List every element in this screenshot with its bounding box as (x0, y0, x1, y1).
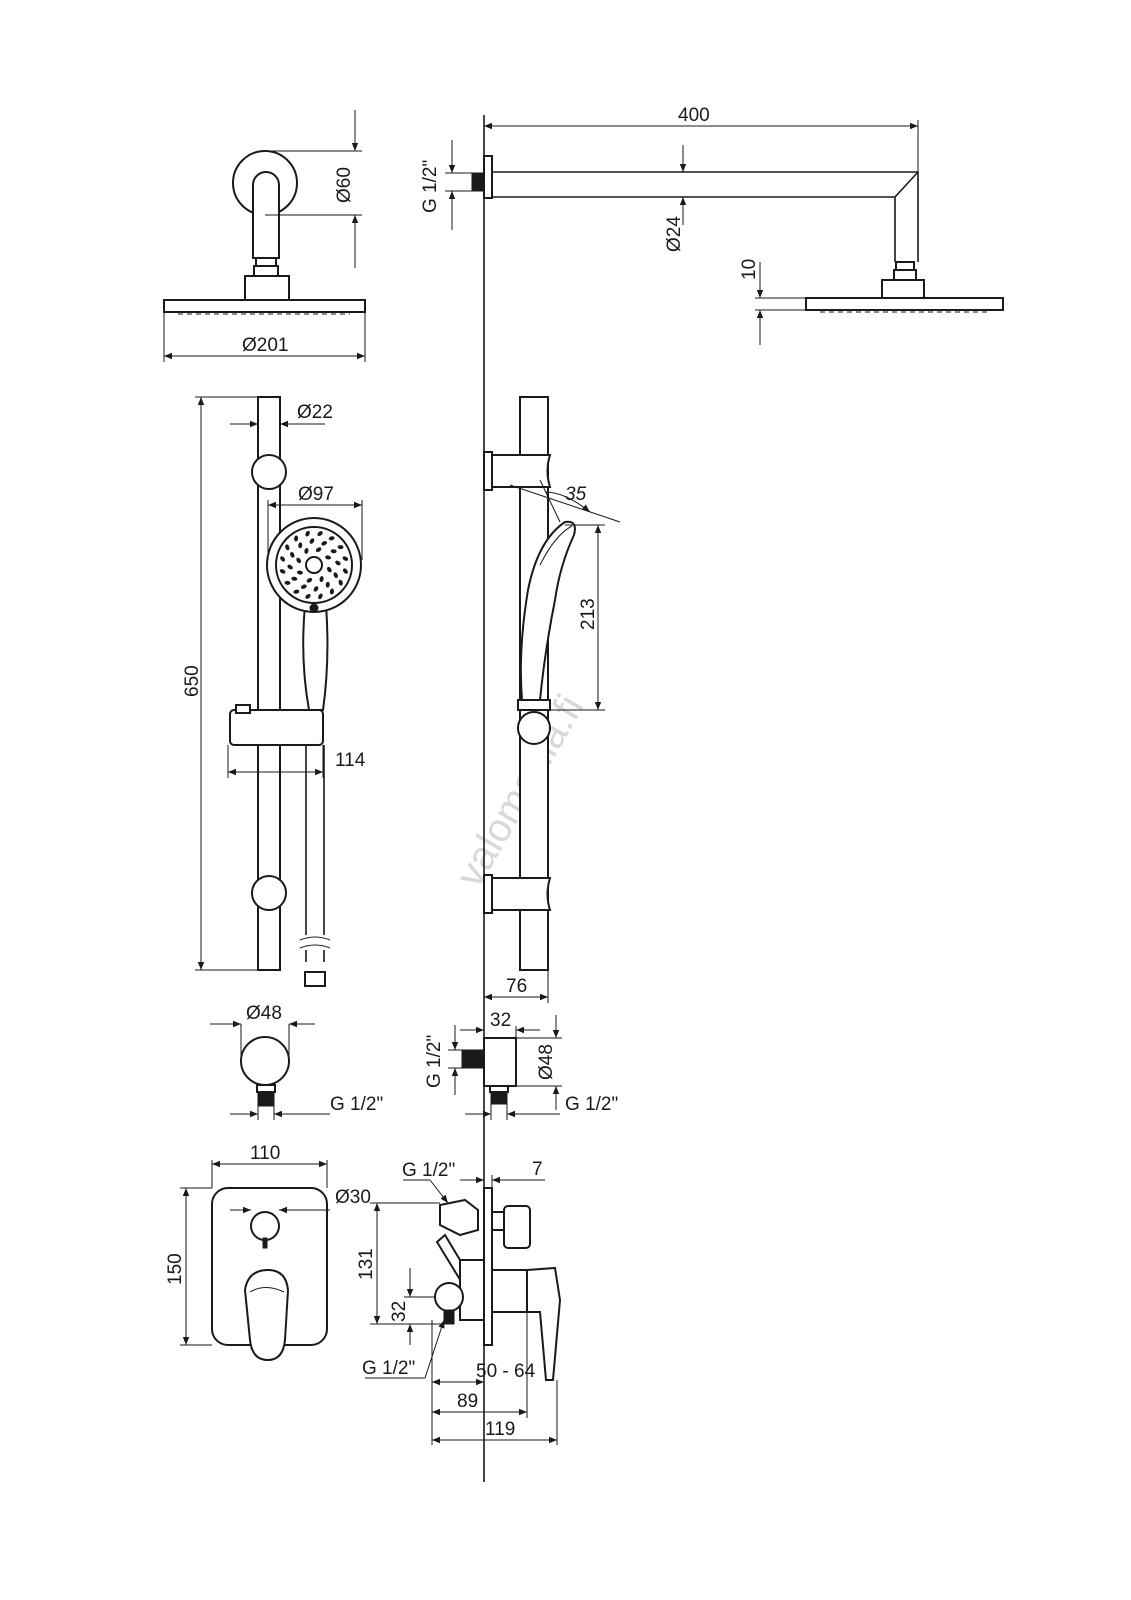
dim-outlet-thread: G 1/2" (330, 1094, 383, 1115)
dim-outlet-side-thread: G 1/2" (565, 1094, 618, 1115)
nozzle (294, 535, 299, 542)
dim-body-height: 131 (356, 1248, 377, 1280)
nozzle (338, 579, 343, 586)
dim-arm-diameter: Ø24 (664, 216, 685, 252)
nozzle (290, 551, 295, 558)
dim-head-height: 10 (739, 259, 760, 280)
nozzle (285, 544, 290, 551)
dim-depth-89: 89 (457, 1391, 478, 1412)
nozzle (279, 569, 286, 574)
dim-hand-shower-diameter: Ø97 (298, 484, 334, 505)
slide-bar-side-view: 35 213 76 (483, 396, 621, 1003)
wall-outlet-side-view: 32 G 1/2" Ø48 G 1/2" (424, 1010, 618, 1120)
nozzle (325, 581, 330, 588)
wall-outlet-front-view: Ø48 G 1/2" (210, 1003, 383, 1120)
nozzle (298, 542, 303, 549)
nozzle (335, 560, 341, 566)
dim-plate-height: 150 (165, 1253, 186, 1285)
overhead-shower-side-view: 400 G 1/2" Ø24 10 (420, 105, 1004, 345)
slide-bar-front-view: Ø22 Ø97 650 114 (182, 396, 366, 987)
dim-outlet-depth: 32 (490, 1010, 511, 1031)
nozzle (287, 564, 293, 570)
nozzle (330, 549, 337, 554)
dim-install-depth: 50 - 64 (476, 1361, 536, 1382)
nozzle (328, 536, 335, 541)
nozzle (342, 568, 348, 574)
dim-diverter-diameter: Ø30 (335, 1187, 371, 1208)
nozzle (306, 577, 313, 583)
nozzle (284, 580, 291, 585)
nozzle (329, 588, 334, 595)
overhead-shower-front-view: Ø60 Ø201 (163, 110, 366, 362)
dim-rod-diameter: Ø22 (297, 402, 333, 423)
dim-plate-width: 110 (250, 1143, 280, 1164)
nozzle (325, 555, 332, 560)
nozzle (317, 531, 323, 537)
dim-hand-shower-length: 213 (578, 598, 599, 630)
mixer-front-view: 110 150 Ø30 (165, 1143, 371, 1362)
nozzle (333, 572, 338, 579)
dim-wall-distance: 76 (506, 976, 527, 997)
nozzle (293, 589, 300, 594)
dim-head-diameter: Ø201 (242, 335, 288, 356)
nozzle (319, 576, 324, 583)
nozzle (318, 593, 323, 600)
nozzle (296, 570, 303, 575)
mixer-side-view: G 1/2" 7 131 32 G 1/2" 50 - 64 89 119 (356, 1159, 562, 1445)
dim-mixer-top-thread: G 1/2" (402, 1160, 455, 1181)
nozzle (296, 557, 302, 564)
nozzle (309, 538, 315, 544)
nozzle (305, 593, 311, 599)
nozzle (304, 547, 309, 554)
dim-inlet-offset: 32 (389, 1301, 410, 1322)
dim-plate-thickness: 7 (532, 1159, 543, 1180)
dim-arm-length: 400 (678, 105, 710, 126)
spray-nozzles (279, 530, 349, 600)
nozzle (300, 584, 307, 589)
nozzle (291, 576, 298, 581)
dim-slider-width: 114 (335, 750, 366, 771)
dim-outlet-inlet-thread: G 1/2" (424, 1035, 445, 1088)
nozzle (321, 541, 328, 546)
dim-flange-diameter: Ø60 (334, 167, 355, 203)
dim-outlet-diameter: Ø48 (246, 1003, 282, 1024)
nozzle (280, 556, 286, 562)
nozzle (326, 566, 332, 573)
nozzle (342, 556, 349, 561)
dim-outlet-side-diameter: Ø48 (536, 1044, 557, 1080)
dim-depth-119: 119 (485, 1419, 515, 1440)
nozzle (337, 545, 344, 550)
dim-mixer-bottom-thread: G 1/2" (362, 1358, 415, 1379)
dim-bar-length: 650 (182, 665, 203, 697)
nozzle (315, 547, 322, 553)
dim-arm-thread: G 1/2" (420, 160, 441, 213)
nozzle (313, 586, 319, 592)
dim-tilt-angle: 35 (565, 484, 587, 505)
nozzle (305, 530, 310, 537)
